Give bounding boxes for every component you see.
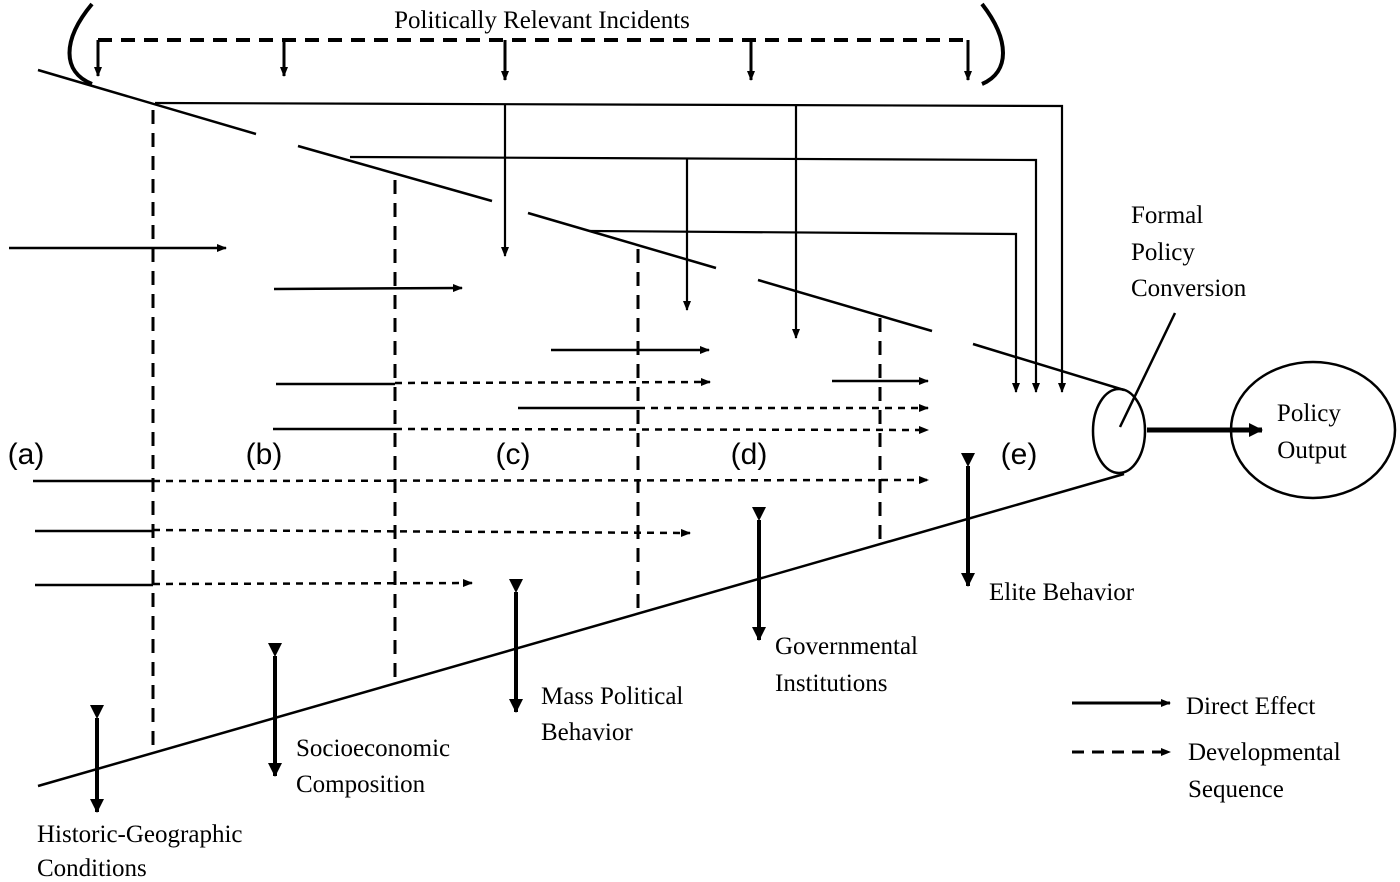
conversion-ellipse bbox=[1091, 387, 1147, 475]
right-paren bbox=[980, 2, 1005, 86]
stage-dividers bbox=[151, 110, 882, 752]
incident-drop-arrows bbox=[94, 40, 972, 81]
stage-letters: (a) (b) (c) (d) (e) bbox=[8, 438, 1038, 471]
stage-labels: Historic-Geographic Conditions Socioecon… bbox=[37, 579, 1135, 882]
label-formal-policy-conversion: Formal Policy Conversion bbox=[1131, 202, 1247, 302]
conversion-pointer bbox=[1118, 312, 1177, 428]
policy-output-circle bbox=[1229, 360, 1397, 500]
stage-letter-a: (a) bbox=[8, 438, 45, 471]
legend-developmental-label: Developmental Sequence bbox=[1188, 739, 1347, 803]
label-governmental: Governmental Institutions bbox=[775, 633, 924, 697]
incidents-title: Politically Relevant Incidents bbox=[394, 7, 690, 34]
legend-direct-label: Direct Effect bbox=[1186, 693, 1315, 720]
direct-effect-arrows bbox=[9, 244, 929, 385]
stage-letter-b: (b) bbox=[246, 438, 283, 471]
stage-letter-d: (d) bbox=[731, 438, 768, 471]
stage-range-arrows bbox=[90, 453, 975, 813]
label-historic-geographic: Historic-Geographic Conditions bbox=[37, 821, 249, 882]
legend: Direct Effect Developmental Sequence bbox=[1072, 693, 1347, 803]
left-paren bbox=[67, 2, 94, 86]
label-mass-political: Mass Political Behavior bbox=[541, 683, 690, 746]
label-policy-output: Policy Output bbox=[1277, 400, 1347, 464]
funnel-bottom-edge bbox=[37, 472, 1125, 788]
stage-letter-c: (c) bbox=[496, 438, 531, 471]
developmental-sequence-arrows bbox=[33, 378, 929, 588]
label-socioeconomic: Socioeconomic Composition bbox=[296, 735, 456, 798]
stage-letter-e: (e) bbox=[1001, 438, 1038, 471]
funnel-top-edge bbox=[37, 68, 1125, 392]
incident-feed-lines bbox=[154, 101, 1066, 393]
label-elite-behavior: Elite Behavior bbox=[989, 579, 1135, 606]
incidents-bracket: Politically Relevant Incidents bbox=[67, 2, 1005, 86]
